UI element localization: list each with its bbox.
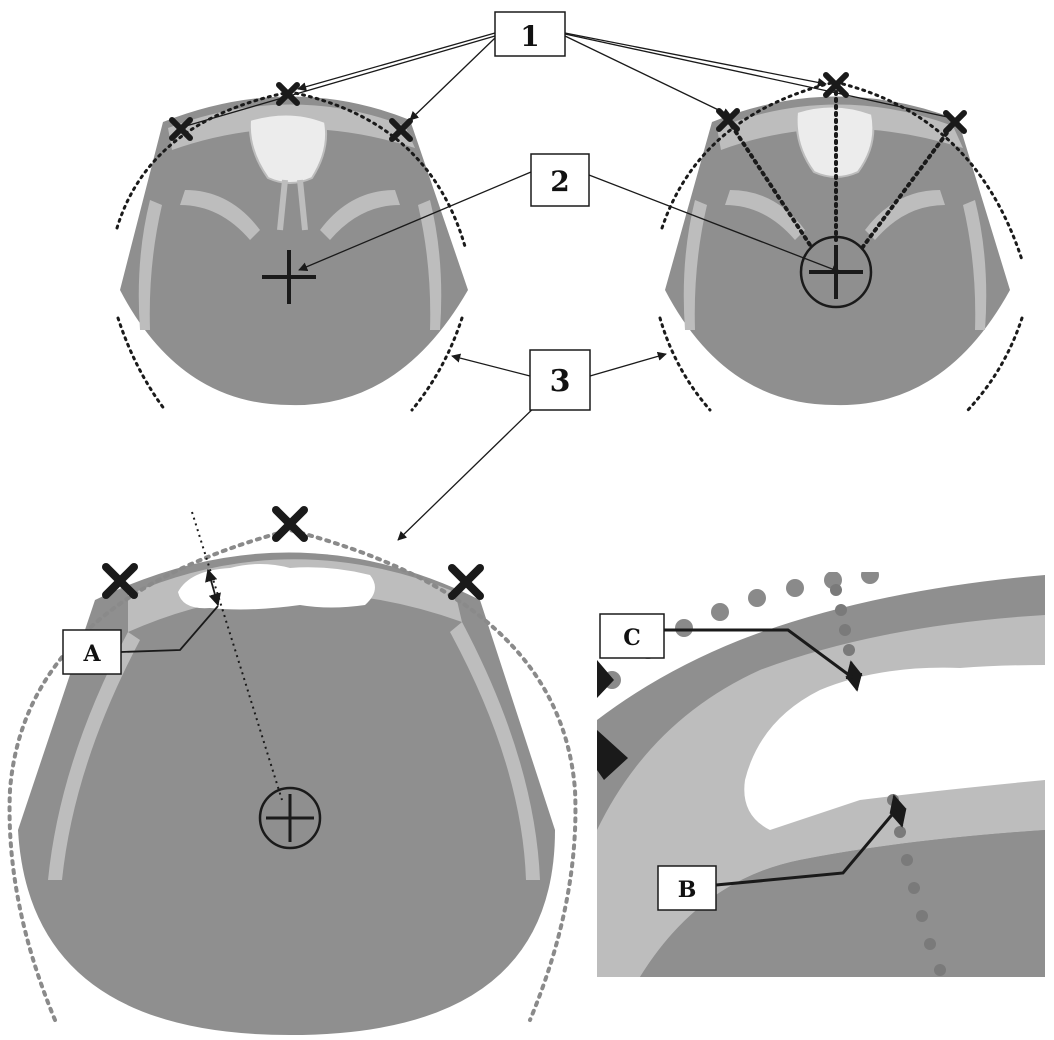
label-box-a: A	[63, 630, 121, 674]
ct-slice-top-left	[117, 85, 468, 410]
x-marker-top	[276, 510, 304, 538]
label-1-text: 1	[520, 20, 539, 53]
label-box-2: 2	[531, 154, 589, 206]
label-a-text: A	[82, 641, 101, 667]
ct-slice-bottom-left	[10, 510, 576, 1035]
label-b-text: B	[678, 877, 697, 903]
label-3-text: 3	[550, 364, 571, 399]
ct-slice-top-right	[660, 75, 1022, 410]
head-section	[18, 553, 555, 1036]
label-box-c: C	[600, 614, 664, 658]
x-marker-right	[452, 568, 480, 596]
label-2-text: 2	[550, 165, 569, 198]
label-c-text: C	[623, 625, 641, 651]
label-box-1: 1	[495, 12, 565, 56]
label-box-b: B	[658, 866, 716, 910]
label-box-3: 3	[530, 350, 590, 410]
